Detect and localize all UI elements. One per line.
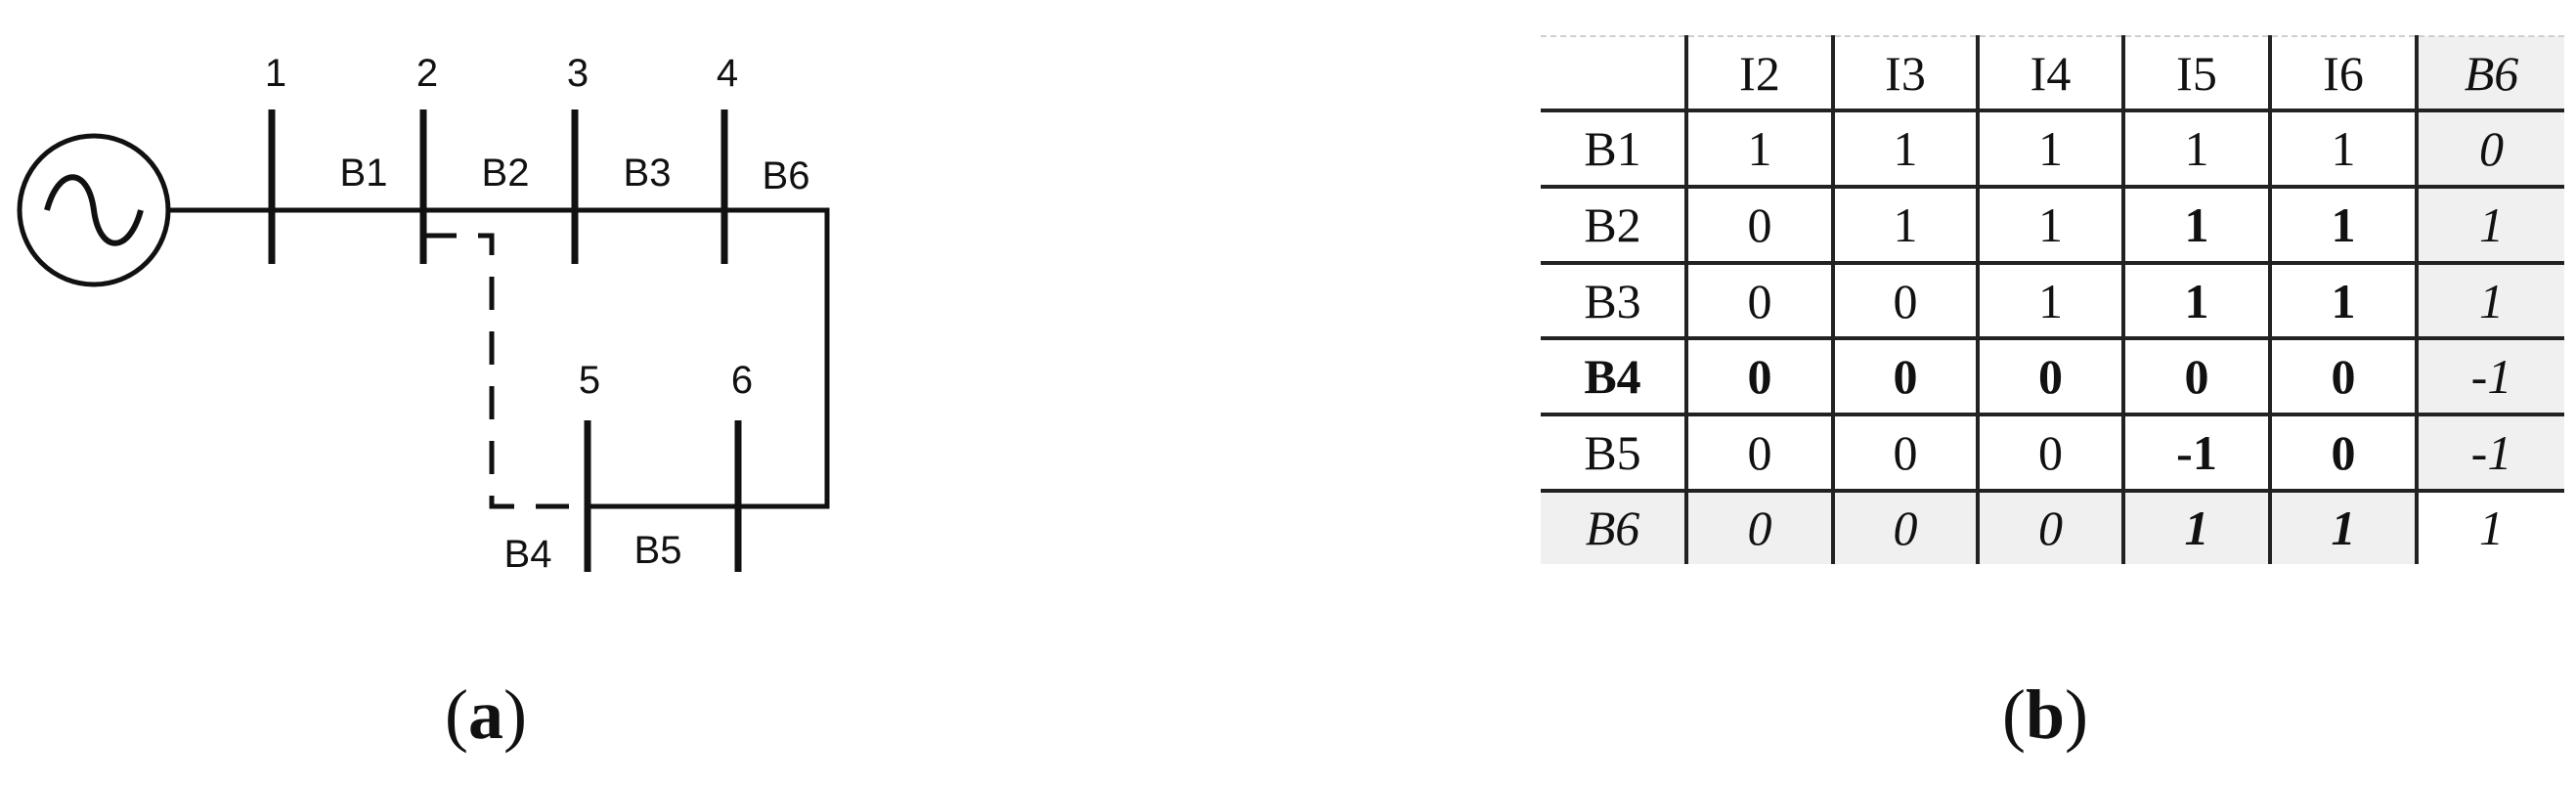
table-cell: 0 — [1686, 490, 1835, 564]
table-cell: 1 — [1978, 262, 2125, 341]
row-header: B3 — [1541, 262, 1688, 341]
incidence-matrix-table: I2 I3 I4 I5 I6 B6 B1 1 1 1 1 1 0 B2 0 1 … — [1541, 34, 2564, 564]
table-cell: 0 — [1686, 338, 1835, 417]
table-cell: 0 — [1686, 414, 1835, 493]
table-cell: 0 — [1833, 490, 1980, 564]
table-cell: 0 — [1978, 490, 2125, 564]
node-label-1: 1 — [265, 52, 286, 95]
table-cell: 1 — [2270, 490, 2419, 564]
column-header: I3 — [1833, 34, 1980, 113]
table-row: B3 0 0 1 1 1 1 — [1541, 262, 2564, 341]
branch-label-b6: B6 — [763, 154, 810, 197]
caption-a: (a) — [445, 676, 527, 754]
table-cell: 1 — [1978, 187, 2125, 265]
branch-label-b1: B1 — [340, 152, 388, 195]
table-cell: 1 — [2270, 187, 2419, 265]
table-cell: 0 — [1686, 262, 1835, 341]
table-cell: 1 — [2479, 501, 2504, 556]
column-header: I6 — [2270, 34, 2419, 113]
branch-line-b6 — [724, 207, 830, 509]
table-cell: 1 — [2123, 110, 2272, 190]
caption-a-letter: a — [467, 676, 503, 754]
table-cell: 0 — [1833, 262, 1980, 341]
table-row: B5 0 0 0 -1 0 -1 — [1541, 414, 2564, 493]
table-row: B1 1 1 1 1 1 0 — [1541, 110, 2564, 190]
row-header: B5 — [1541, 414, 1688, 493]
table-cell: 0 — [2123, 338, 2272, 417]
node-label-2: 2 — [416, 52, 438, 95]
branch-label-b3: B3 — [624, 152, 672, 195]
table-cell: 1 — [1833, 110, 1980, 190]
table-row: B2 0 1 1 1 1 1 — [1541, 187, 2564, 265]
table-cell: 0 — [2417, 110, 2564, 190]
branch-label-b5: B5 — [634, 529, 682, 572]
table-header-row: I2 I3 I4 I5 I6 B6 — [1541, 34, 2564, 113]
column-header: I5 — [2123, 34, 2272, 113]
table-cell: 1 — [2417, 262, 2564, 341]
node-label-6: 6 — [731, 359, 753, 402]
row-header: B1 — [1541, 110, 1688, 190]
table-cell: -1 — [2417, 338, 2564, 417]
table-cell: 0 — [1686, 187, 1835, 265]
node-label-3: 3 — [567, 52, 589, 95]
table-cell: 0 — [1978, 414, 2125, 493]
table-cell: 0 — [2270, 414, 2419, 493]
caption-b: (b) — [2002, 676, 2089, 754]
table-cell: 1 — [1686, 110, 1835, 190]
table-cell: 1 — [2417, 187, 2564, 265]
table-cell: -1 — [2123, 414, 2272, 493]
caption-b-letter: b — [2025, 676, 2066, 754]
table-cell: 1 — [2270, 262, 2419, 341]
branch-label-b4: B4 — [504, 533, 552, 576]
column-header: I2 — [1686, 34, 1835, 113]
table-row: B6 0 0 0 1 1 1 — [1541, 490, 2564, 564]
table-cell: -1 — [2417, 414, 2564, 493]
table-cell: 0 — [1833, 338, 1980, 417]
table-cell: 1 — [1978, 110, 2125, 190]
table-cell: 1 — [2123, 490, 2272, 564]
table-cell: 1 — [2123, 262, 2272, 341]
table-cell: 0 — [2270, 338, 2419, 417]
row-header: B4 — [1541, 338, 1688, 417]
row-header: B2 — [1541, 187, 1688, 265]
table-cell: 1 — [2123, 187, 2272, 265]
column-header: B6 — [2417, 34, 2564, 113]
branch-line-b4-open — [423, 233, 588, 509]
table-corner-cell — [1541, 34, 1688, 113]
branch-label-b2: B2 — [482, 152, 530, 195]
table-row: B4 0 0 0 0 0 -1 — [1541, 338, 2564, 417]
table-cell: 1 — [1833, 187, 1980, 265]
node-label-4: 4 — [717, 52, 738, 95]
row-header: B6 — [1541, 490, 1688, 564]
column-header: I4 — [1978, 34, 2125, 113]
table-cell: 0 — [1833, 414, 1980, 493]
table-cell: 1 — [2270, 110, 2419, 190]
single-line-diagram: 1 2 3 4 5 6 B1 B2 B3 B4 B5 B6 — [17, 52, 830, 576]
node-label-5: 5 — [579, 359, 600, 402]
sine-wave-icon — [44, 174, 144, 246]
table-cell: 0 — [1978, 338, 2125, 417]
